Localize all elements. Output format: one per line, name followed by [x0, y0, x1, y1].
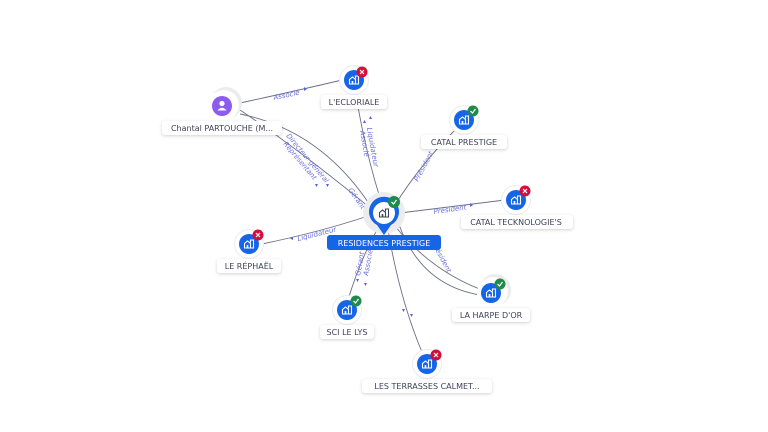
arrow-icon — [369, 116, 372, 119]
arrow-icon — [410, 314, 413, 317]
active-badge-icon — [388, 196, 400, 208]
active-badge-icon — [494, 278, 506, 290]
arrow-icon — [356, 279, 359, 282]
node-lecloriale[interactable]: L'ECLORIALE — [321, 65, 387, 109]
node-la-harpe-dor[interactable]: LA HARPE D'OR — [452, 274, 530, 322]
edge-chantal-center-director[interactable] — [239, 109, 376, 213]
arrow-icon — [304, 87, 307, 91]
active-badge-icon — [350, 295, 362, 307]
arrow-icon — [364, 283, 367, 286]
node-label: L'ECLORIALE — [329, 98, 380, 107]
arrow-icon — [402, 309, 405, 312]
node-catal-tecknologies[interactable]: CATAL TECKNOLOGIE'S — [461, 185, 573, 229]
edge-chantal-lecloriale[interactable] — [239, 79, 343, 104]
arrow-icon — [326, 184, 329, 187]
node-label: CATAL PRESTIGE — [431, 138, 497, 147]
center-node-label: RESIDENCES PRESTIGE — [338, 239, 431, 248]
edge-chantal-center-gerant[interactable] — [239, 113, 371, 206]
node-label: LES TERRASSES CALMET... — [374, 382, 479, 391]
node-center[interactable]: RESIDENCES PRESTIGE — [327, 192, 441, 250]
node-le-rephael[interactable]: LE RÉPHAËL — [217, 229, 281, 273]
arrow-icon — [363, 120, 366, 123]
arrow-icon — [290, 237, 293, 240]
node-les-terrasses[interactable]: LES TERRASSES CALMET... — [362, 349, 492, 393]
person-icon — [217, 100, 227, 111]
edge-label: Associé — [272, 88, 301, 102]
node-label: LE RÉPHAËL — [225, 260, 274, 271]
edge-label: Directeur général — [284, 132, 330, 184]
node-catal-prestige[interactable]: CATAL PRESTIGE — [421, 105, 507, 149]
edge-label: Président — [413, 150, 436, 183]
edge-catalteck-center[interactable] — [399, 199, 506, 214]
arrow-icon — [470, 203, 473, 207]
active-badge-icon — [467, 105, 479, 117]
node-sci-le-lys[interactable]: SCI LE LYS — [320, 295, 374, 339]
node-label: SCI LE LYS — [327, 328, 368, 337]
node-label: LA HARPE D'OR — [460, 311, 523, 320]
node-label: Chantal PARTOUCHE (M... — [171, 124, 273, 133]
edge-lerephael-center[interactable] — [261, 215, 369, 245]
arrow-icon — [315, 184, 318, 187]
node-chantal[interactable]: Chantal PARTOUCHE (M... — [162, 87, 282, 135]
edge-label: Président — [433, 203, 467, 216]
building-icon — [378, 208, 390, 218]
edge-scilelys-center[interactable] — [347, 227, 379, 301]
node-label: CATAL TECKNOLOGIE'S — [470, 218, 562, 227]
